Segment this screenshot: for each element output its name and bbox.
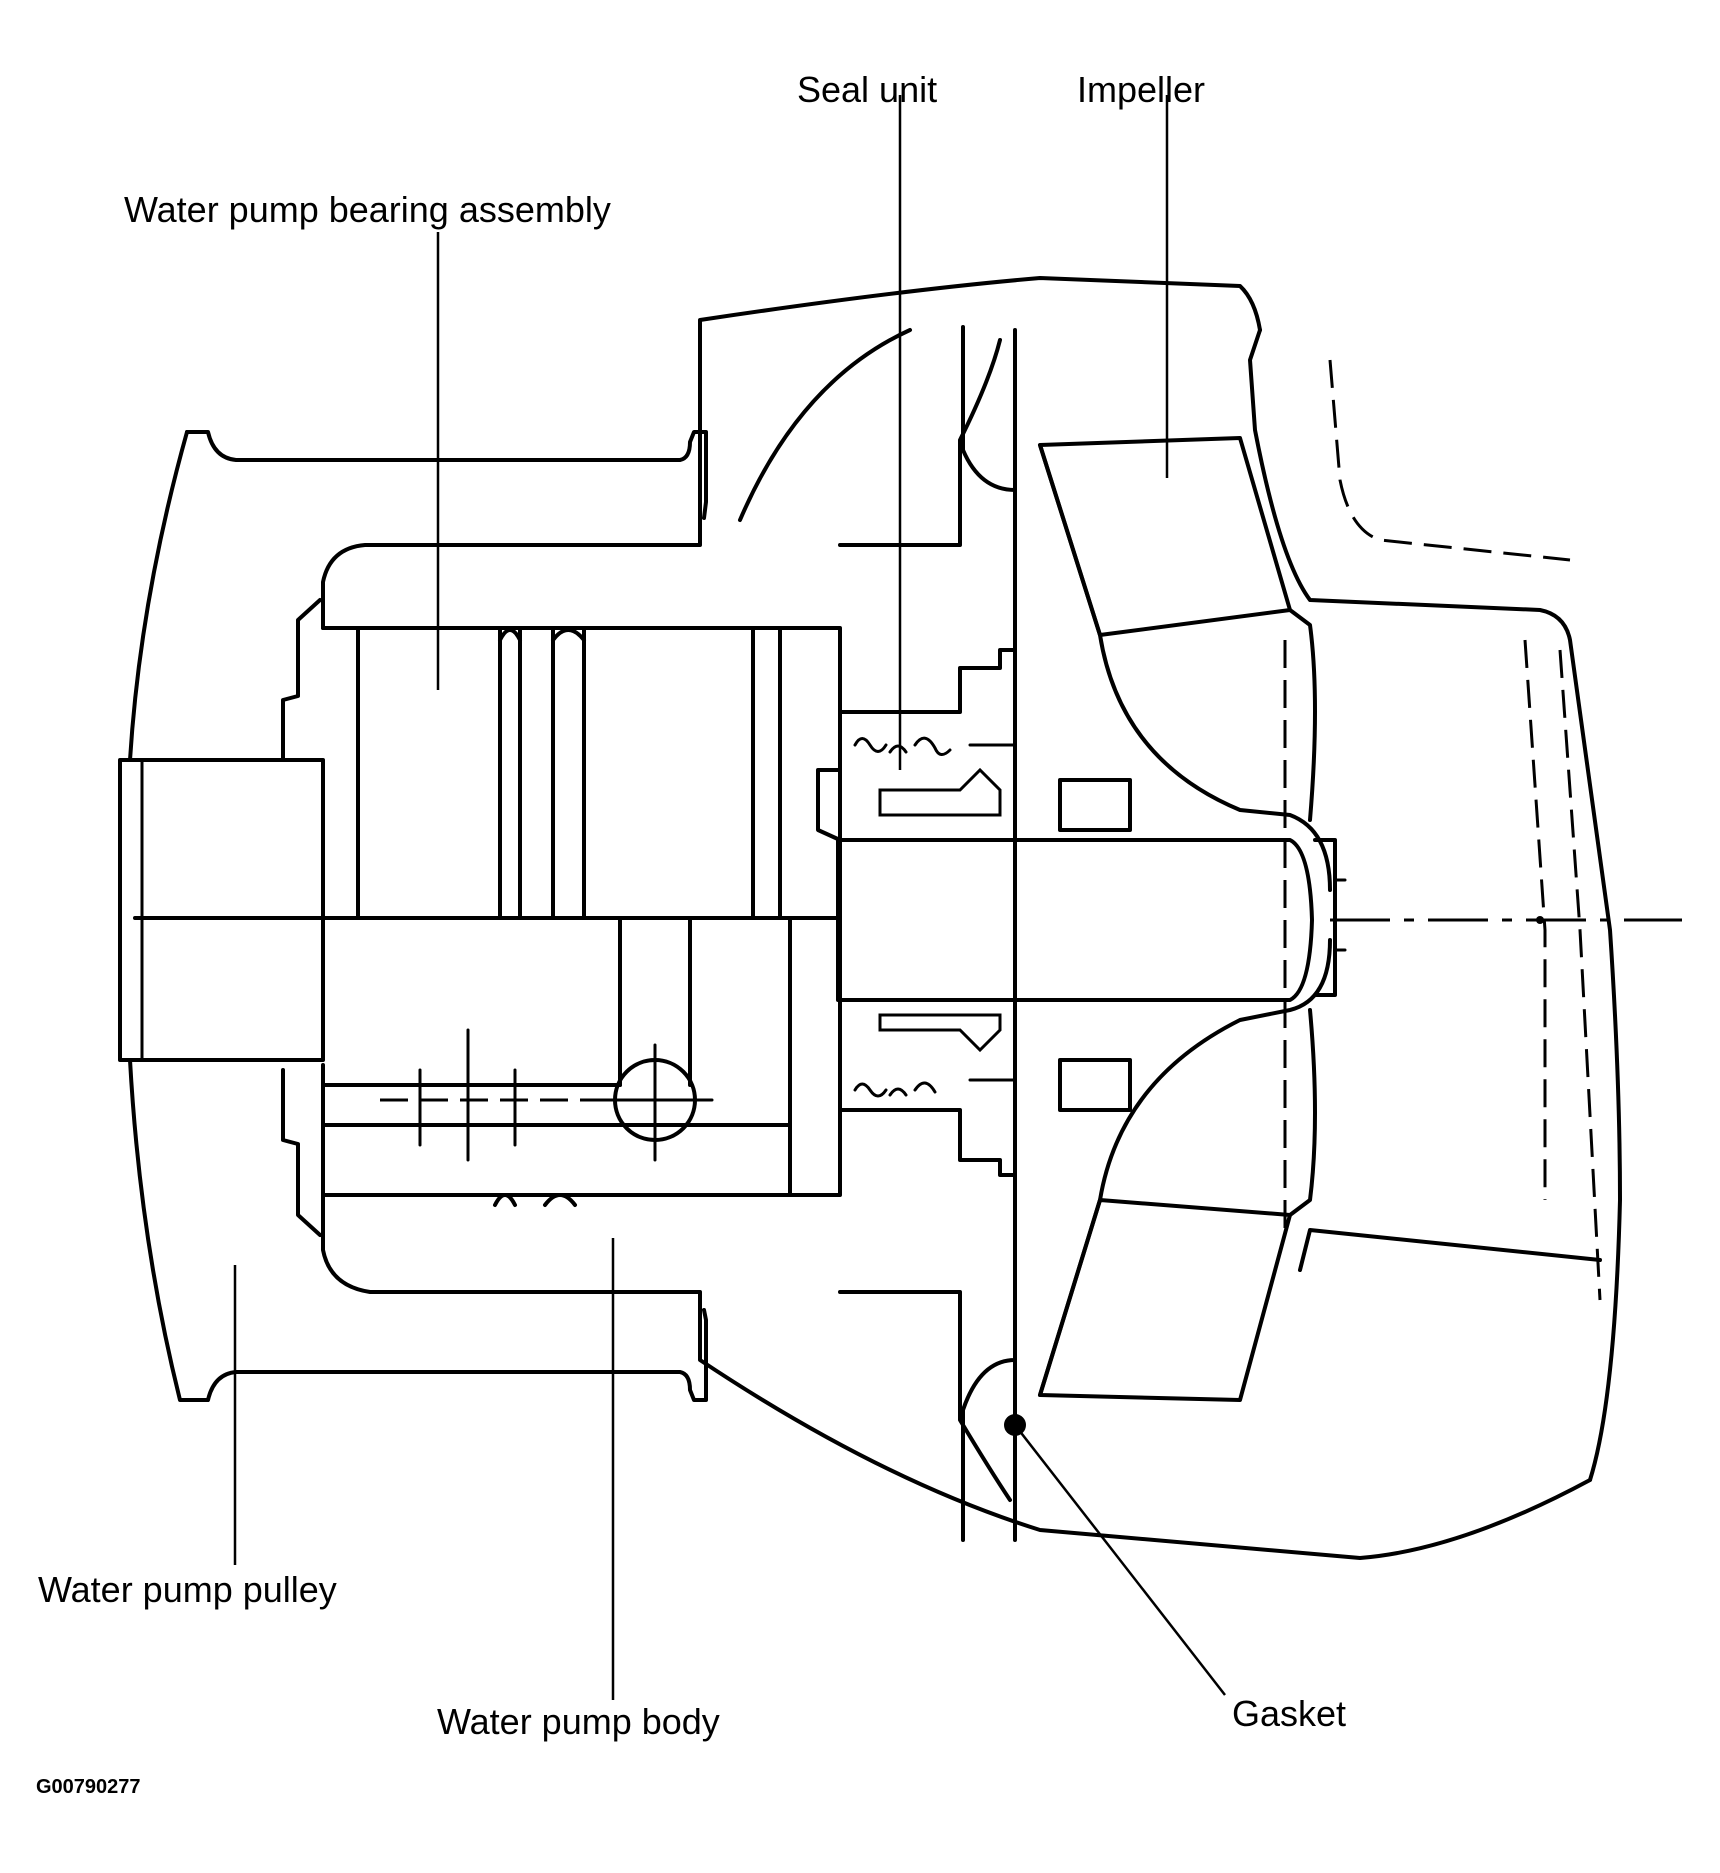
water-pump-pulley-drawing <box>128 430 708 1402</box>
gasket-label: Gasket <box>1232 1693 1346 1734</box>
gasket-leader-line <box>1014 1424 1226 1696</box>
pump-shaft-drawing <box>118 758 1314 1062</box>
pulley-label: Water pump pulley <box>38 1569 337 1610</box>
gasket-drawing <box>1004 328 1287 1542</box>
body-label: Water pump body <box>437 1701 720 1742</box>
bearing-assembly-drawing <box>321 626 842 1207</box>
impeller-drawing <box>1038 436 1347 1402</box>
engine-casing-drawing <box>1248 328 1622 1482</box>
centerline-marker <box>1536 916 1544 924</box>
seal-unit-drawing <box>838 648 1017 1177</box>
impeller-label: Impeller <box>1077 69 1205 110</box>
seal-unit-label: Seal unit <box>797 69 937 110</box>
bearing-assembly-label: Water pump bearing assembly <box>124 189 611 230</box>
figure-code: G00790277 <box>36 1776 141 1798</box>
